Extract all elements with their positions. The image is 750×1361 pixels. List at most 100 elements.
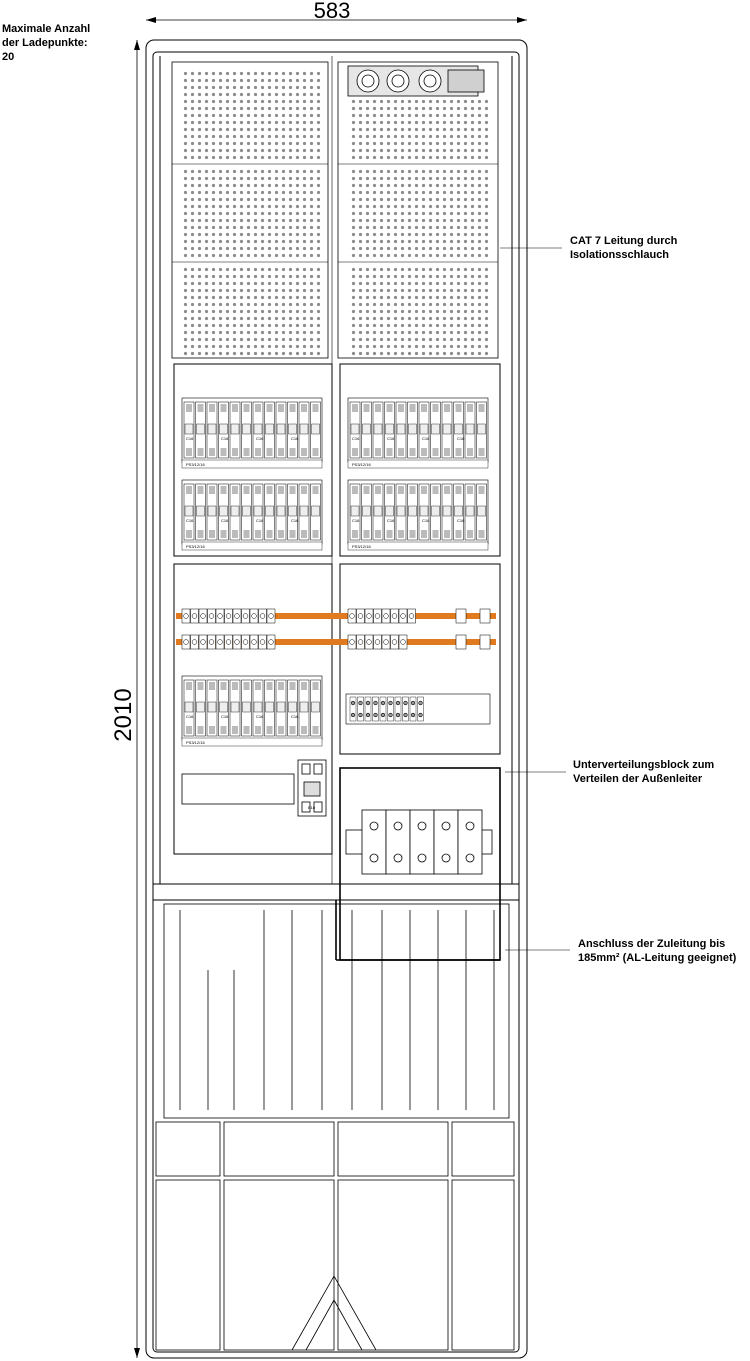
breaker-pole <box>310 401 321 459</box>
terminal-block <box>345 693 491 725</box>
breaker-rating-label: C16 <box>256 518 264 523</box>
breaker-rating-label: C16 <box>352 518 360 523</box>
breaker-pole <box>275 483 287 541</box>
terminal-screw <box>388 712 393 718</box>
breaker-rating-label: C16 <box>422 436 430 441</box>
note-line-3: 20 <box>2 51 15 63</box>
note-line-2: der Ladepunkte: <box>2 37 88 49</box>
breaker-pole <box>441 401 453 459</box>
breaker-pole <box>264 679 275 737</box>
breaker-pole <box>407 401 418 459</box>
breaker-pole <box>464 483 476 541</box>
breaker-pole <box>418 483 430 541</box>
breaker-pole <box>349 483 361 541</box>
breaker-group-label: PS3/12/16 <box>352 462 371 467</box>
breaker-pole <box>372 483 384 541</box>
terminal-cell <box>349 696 357 722</box>
breaker-pole <box>310 679 321 737</box>
breaker-pole <box>252 483 264 541</box>
breaker-pole <box>183 679 195 737</box>
breaker-rating-label: C16 <box>186 714 194 719</box>
breaker-pole <box>183 401 195 459</box>
breaker-rating-label: C16 <box>186 436 194 441</box>
breaker-rating-label: C16 <box>291 714 299 719</box>
terminal-screw <box>365 712 371 718</box>
breaker-pole <box>430 483 441 541</box>
rcbo-device <box>297 759 327 817</box>
breaker-pole <box>384 401 395 459</box>
terminal-screw <box>373 712 378 718</box>
main-distribution-block <box>345 809 493 875</box>
perforated-plates <box>171 61 499 359</box>
breaker-pole <box>206 401 218 459</box>
breaker-rating-label: C16 <box>291 518 299 523</box>
terminal-screw <box>358 700 363 706</box>
terminal-screw <box>403 700 408 706</box>
busbar <box>176 634 496 650</box>
terminal-screw <box>380 700 386 706</box>
breaker-rating-label: C16 <box>256 714 264 719</box>
breaker-pole <box>195 483 206 541</box>
terminal-screw <box>403 712 408 718</box>
breaker-pole <box>195 401 206 459</box>
height-dimension-label: 2010 <box>110 688 137 741</box>
breaker-pole <box>298 679 310 737</box>
breaker-pole <box>229 483 241 541</box>
breaker-pole <box>229 401 241 459</box>
callout-unterverteilung-line-1: Unterverteilungsblock zum <box>573 759 715 771</box>
max-ladepunkte-note: Maximale Anzahl der Ladepunkte: 20 <box>2 22 90 64</box>
breaker-group-label: PS3/12/16 <box>186 462 205 467</box>
breaker-pole <box>206 679 218 737</box>
callout-anschluss: Anschluss der Zuleitung bis 185mm² (AL-L… <box>578 937 736 965</box>
breaker-pole <box>195 679 206 737</box>
terminal-screw <box>388 700 393 706</box>
callout-unterverteilung-line-2: Verteilen der Außenleiter <box>573 773 703 785</box>
terminal-screw <box>395 700 401 706</box>
breaker-pole <box>298 401 310 459</box>
breaker-rating-label: C16 <box>422 518 430 523</box>
breaker-pole <box>310 483 321 541</box>
cover-strip <box>181 773 295 805</box>
terminal-screw <box>373 700 378 706</box>
breaker-pole <box>275 401 287 459</box>
breaker-pole <box>361 483 372 541</box>
breaker-group-label: PS3/12/16 <box>352 544 371 549</box>
breaker-pole <box>264 483 275 541</box>
breaker-pole <box>229 679 241 737</box>
breaker-pole <box>252 401 264 459</box>
breaker-pole <box>372 401 384 459</box>
breaker-pole <box>418 401 430 459</box>
breaker-rating-label: C16 <box>221 518 229 523</box>
terminal-screw <box>358 712 363 718</box>
terminal-screw <box>395 712 401 718</box>
breaker-pole <box>395 401 407 459</box>
terminal-screw <box>418 712 423 718</box>
breaker-pole <box>298 483 310 541</box>
breaker-pole <box>241 679 252 737</box>
breaker-pole <box>252 679 264 737</box>
terminal-cell <box>364 696 372 722</box>
callout-anschluss-line-2: 185mm² (AL-Leitung geeignet) <box>578 952 737 964</box>
breaker-pole <box>395 483 407 541</box>
breaker-rating-label: C16 <box>387 518 395 523</box>
callout-cat7-line-2: Isolationsschlauch <box>570 249 670 261</box>
breaker-pole <box>241 483 252 541</box>
breaker-pole <box>453 401 464 459</box>
breaker-rating-label: C16 <box>457 436 465 441</box>
terminal-screw <box>410 700 416 706</box>
breaker-rating-label: C16 <box>221 714 229 719</box>
height-dimension <box>134 40 140 1358</box>
callout-cat7-line-1: CAT 7 Leitung durch <box>570 235 678 247</box>
breaker-pole <box>407 483 418 541</box>
breaker-pole <box>453 483 464 541</box>
terminal-cell <box>402 696 409 722</box>
breaker-pole <box>287 483 298 541</box>
breaker-pole <box>287 679 298 737</box>
width-dimension <box>146 17 527 23</box>
